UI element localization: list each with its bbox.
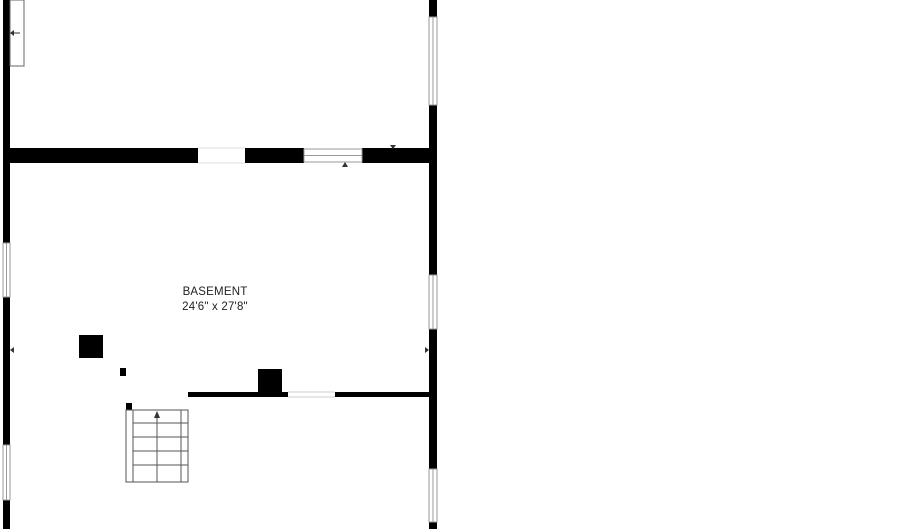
window-right-1 [428, 16, 438, 106]
opening-horizontal [198, 147, 245, 164]
room-name-label: BASEMENT [182, 286, 248, 298]
window-left-1 [2, 242, 11, 298]
wall-left-upper [3, 0, 10, 243]
wall-left-lower [3, 500, 10, 529]
tick-right [425, 347, 429, 353]
arrow-mark-up [342, 162, 348, 167]
opening-lower [288, 391, 335, 398]
wall-right-top [429, 0, 437, 17]
room-dimensions-label: 24'6" x 27'8" [182, 301, 248, 313]
tick-left [10, 347, 14, 353]
stair-post [126, 403, 132, 411]
wall-lower-right [335, 392, 429, 397]
door-top-left [9, 0, 25, 67]
window-left-2 [2, 444, 11, 501]
window-right-3 [428, 468, 438, 523]
stair-direction-arrow [154, 411, 160, 418]
staircase [125, 409, 189, 483]
column-wall-block [258, 369, 282, 394]
wall-right-bottom [429, 522, 437, 529]
window-right-2 [428, 274, 438, 330]
arrow-mark-down [390, 145, 396, 149]
window-horizontal [303, 148, 363, 163]
wall-left-middle [3, 297, 10, 445]
wall-right-middle [429, 329, 437, 469]
wall-lower-left [188, 392, 288, 397]
wall-horizontal-middle [245, 148, 304, 163]
wall-horizontal-right [362, 148, 429, 163]
wall-horizontal-left [10, 148, 198, 163]
column-small [120, 368, 126, 376]
wall-right-upper [429, 105, 437, 275]
column-large [79, 335, 103, 358]
